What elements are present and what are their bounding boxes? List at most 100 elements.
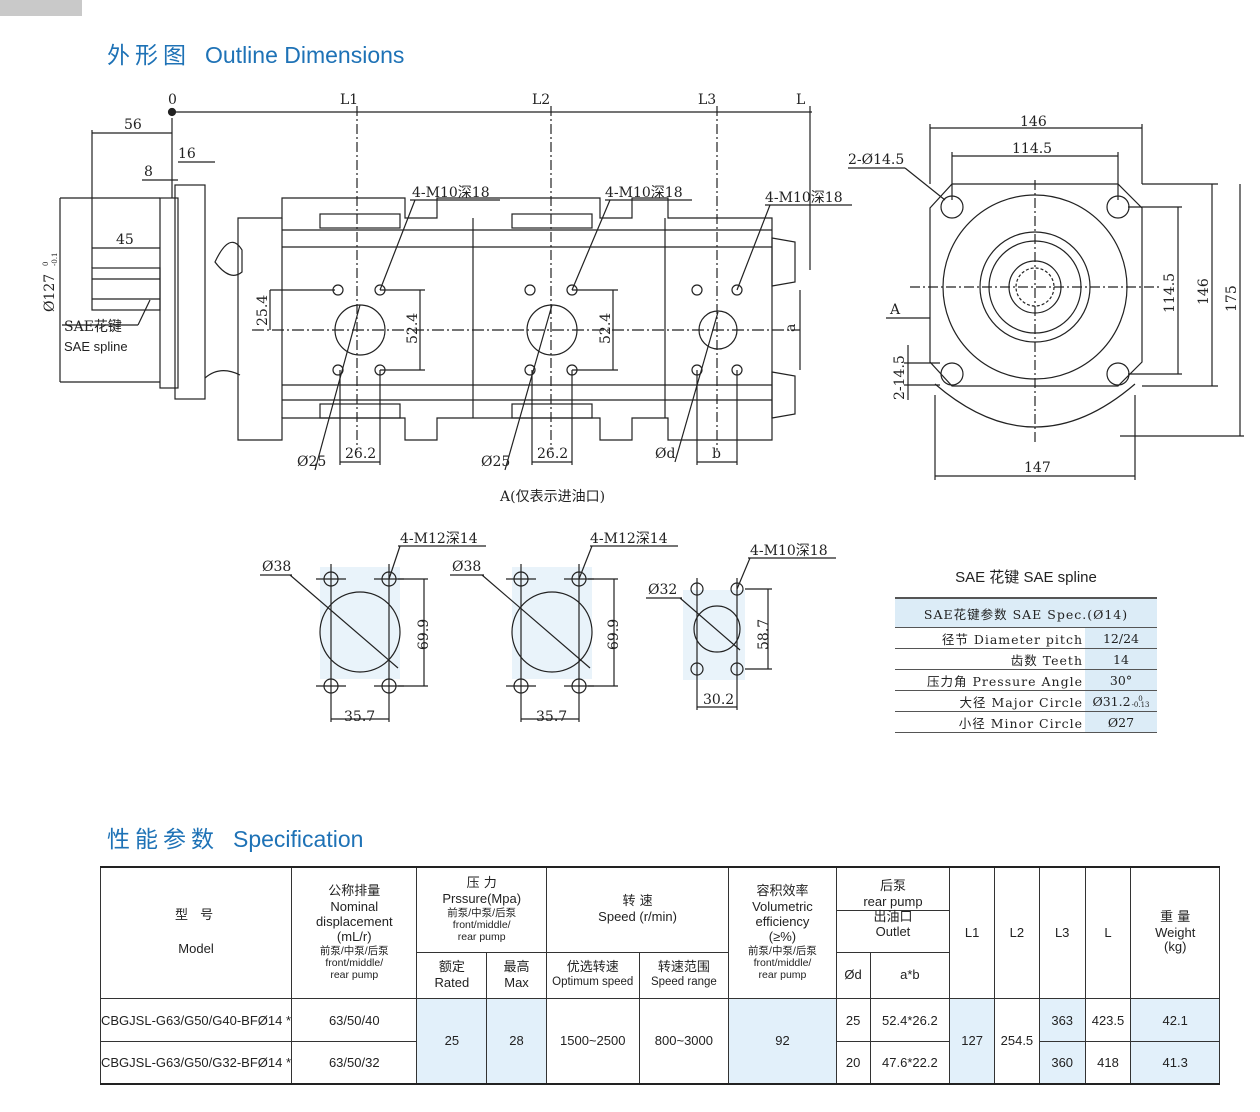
col-l3: L3	[1038, 866, 1086, 999]
bolt-strip-2	[511, 213, 593, 229]
spline-value: 12/24	[1085, 627, 1157, 649]
opt-cn: 优选转速	[566, 960, 619, 976]
side-bolt	[332, 284, 344, 296]
front-view-a: A	[889, 302, 901, 318]
dim-8: 8	[144, 164, 153, 180]
port1-leader-thread	[388, 545, 401, 580]
callout-m10-1: 4-M10深18	[412, 185, 490, 201]
side-bolt	[374, 364, 386, 376]
leader-m10-2	[571, 199, 611, 291]
row-model: CBGJSL-G63/G50/G40-BFØ14 *	[99, 998, 293, 1042]
row-displacement: 63/50/32	[291, 1041, 418, 1084]
range-cn: 转速范围	[657, 960, 710, 976]
port2-hole	[511, 591, 593, 673]
row-l3: 360	[1038, 1041, 1086, 1084]
port1-hole	[319, 591, 401, 673]
spline-major-tol-lower: -0.13	[1131, 701, 1150, 709]
inlet-bump-2	[204, 370, 241, 379]
port2-leader-dia	[481, 574, 591, 669]
weight-cn: 重 量	[1160, 909, 1191, 925]
spline-key: 压力角 Pressure Angle	[895, 669, 1085, 691]
port1-face	[320, 567, 400, 679]
table-row: CBGJSL-G63/G50/G32-BFØ14 * 63/50/32 20 4…	[99, 1041, 1220, 1084]
dim-25.4: 25.4	[255, 295, 271, 326]
spline-label-en: SAE spline	[64, 339, 128, 354]
dim-127-tol-upper: 0	[42, 262, 50, 266]
dim-26.2-b: 26.2	[537, 446, 568, 462]
front-dim-2-14.5: 2-14.5	[892, 355, 908, 400]
front-dim-146-v: 146	[1196, 278, 1212, 305]
port2-h: 35.7	[536, 709, 567, 725]
leader-d25-2	[504, 304, 553, 471]
outline-section-title: 外形图 Outline Dimensions	[107, 36, 404, 70]
front-dim-147: 147	[1024, 460, 1051, 476]
spline-table-title: SAE 花键 SAE spline	[955, 569, 1097, 586]
leader-m10-1	[379, 199, 416, 291]
press-note-en1: front/middle/	[452, 918, 511, 931]
rear-cn: 后泵	[879, 878, 906, 894]
port2-dia: Ø38	[452, 559, 481, 575]
row-l3: 363	[1038, 998, 1086, 1042]
col-od: Ød	[835, 952, 871, 999]
weight-en: Weight	[1155, 924, 1196, 940]
port3-leader-thread	[736, 557, 751, 590]
rear-cap-top	[771, 237, 796, 287]
cell-speed-range: 800~3000	[638, 998, 730, 1084]
front-dim-175-v: 175	[1224, 285, 1240, 312]
outline-title-cn: 外形图	[107, 43, 191, 69]
mark-zero: 0	[168, 92, 177, 108]
spline-major-tol: 0-0.13	[1131, 696, 1150, 709]
press-en: Prssure(Mpa)	[442, 890, 522, 906]
disp-note-en1: front/middle/	[325, 956, 384, 969]
row-weight: 42.1	[1130, 998, 1220, 1042]
spline-leader	[137, 299, 151, 326]
front-dim-146-top: 146	[1020, 114, 1047, 130]
speed-cn: 转 速	[622, 894, 653, 910]
cell-efficiency: 92	[728, 998, 837, 1084]
spline-key: 径节 Diameter pitch	[895, 627, 1085, 649]
dim-26.2-a: 26.2	[345, 446, 376, 462]
spline-key: 大径 Major Circle	[895, 690, 1085, 712]
side-bolt-markers	[332, 284, 743, 376]
corner-tab	[0, 0, 82, 16]
cell-l2: 254.5	[993, 998, 1040, 1084]
leader-m10-3	[736, 204, 771, 291]
front-dim-2-d14.5: 2-Ø14.5	[848, 152, 904, 168]
cell-max: 28	[486, 998, 547, 1084]
port2-face	[512, 567, 592, 679]
table-row: CBGJSL-G63/G50/G40-BFØ14 * 63/50/40 25 2…	[99, 998, 1220, 1084]
port2-thread: 4-M12深14	[590, 531, 668, 547]
outlet-cn: 出油口	[873, 909, 913, 925]
bolt-strip-3	[319, 403, 401, 419]
dim-127: Ø127	[42, 274, 58, 312]
col-ab: a*b	[869, 952, 951, 999]
mark-l3: L3	[698, 92, 716, 108]
front-dim-114.5-v: 114.5	[1162, 273, 1178, 313]
outline-drawing: 0 L1 L2 L3 L 56 16 8 45 Ø127 0 -0.1 25.4…	[42, 92, 1244, 725]
col-l: L	[1084, 866, 1132, 999]
outline-title-en: Outline Dimensions	[205, 42, 405, 68]
speed-en: Speed (r/min)	[598, 909, 677, 924]
mark-l2: L2	[532, 92, 550, 108]
disp-note-en2: rear pump	[330, 968, 379, 981]
press-cn: 压 力	[466, 875, 497, 891]
row-l: 418	[1084, 1041, 1132, 1084]
front-bolt-hole-br	[1106, 362, 1130, 386]
row-od: 25	[835, 998, 871, 1042]
spline-spec-panel: SAE 花键 SAE spline SAE花键参数 SAE Spec.(Ø14)…	[895, 566, 1157, 733]
bolt-strip-1	[319, 213, 401, 229]
bolt-strip-4	[511, 403, 593, 419]
opt-en: Optimum speed	[552, 976, 634, 989]
disp-unit: (mL/r)	[336, 928, 372, 944]
port3-thread: 4-M10深18	[750, 543, 828, 559]
weight-unit: (kg)	[1164, 939, 1187, 955]
